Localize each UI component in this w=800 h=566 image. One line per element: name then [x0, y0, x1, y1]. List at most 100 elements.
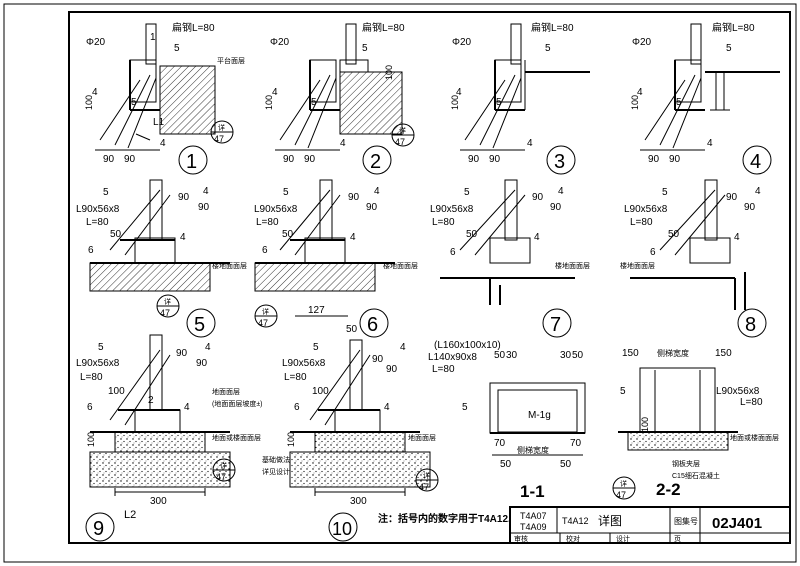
- title-design: 设计: [616, 534, 630, 543]
- section-1-1-angle-b: L140x90x8: [428, 352, 477, 363]
- title-page: 页: [674, 535, 681, 543]
- detail-10-d90a: 90: [372, 354, 384, 365]
- detail-5: 5 L90x56x8 L=80 50 6 90 90 4 4 楼地面面层 详 4…: [76, 179, 247, 338]
- detail-5-d90a: 90: [178, 192, 190, 203]
- detail-2-number: 2: [370, 151, 381, 173]
- detail-3-h100: 100: [450, 95, 460, 110]
- detail-6-d127: 127: [308, 305, 325, 316]
- detail-5-d50: 50: [110, 229, 122, 240]
- detail-10: 5 L90x56x8 L=80 100 6 90 90 4 4 100 300 …: [262, 339, 439, 542]
- detail-2-dim2: 90: [304, 154, 316, 165]
- detail-4-dim2: 90: [669, 154, 681, 165]
- detail-9-weld-4b: 4: [184, 402, 190, 413]
- detail-3-number: 3: [554, 151, 565, 173]
- inner-border: [68, 11, 791, 544]
- section-1-1-weld: 5: [462, 402, 468, 413]
- detail-3-dia-label: Φ20: [452, 37, 472, 48]
- detail-6: 5 L90x56x8 L=80 50 6 90 90 4 4 127 楼地面面层…: [254, 179, 418, 338]
- detail-10-note-2: 基础做法: [262, 455, 290, 464]
- detail-8-weld-4a: 4: [755, 186, 761, 197]
- detail-2-flatbar-label: 扁钢L=80: [362, 21, 405, 34]
- detail-1-weld-b: 5: [131, 97, 137, 108]
- title-check: 校对: [566, 534, 580, 543]
- section-2-2-angle: L90x56x8: [716, 386, 760, 397]
- detail-5-weld-4a: 4: [203, 186, 209, 197]
- detail-10-number: 10: [332, 519, 352, 539]
- detail-2-weld-d: 4: [340, 138, 346, 149]
- detail-1-dia-label: Φ20: [86, 37, 106, 48]
- detail-1-section-mark: 1: [150, 32, 156, 43]
- detail-9-weld-5: 5: [98, 342, 104, 353]
- detail-3-weld-a: 5: [545, 43, 551, 54]
- detail-7-angle-label: L90x56x8: [430, 204, 474, 215]
- detail-8-weld-4b: 4: [734, 232, 740, 243]
- section-1-1-dim-d: 50: [572, 350, 584, 361]
- detail-6-ref-top: 详: [262, 307, 269, 316]
- detail-3-weld-d: 4: [527, 138, 533, 149]
- detail-9-note-1: 地面面层: [212, 387, 240, 396]
- detail-1-weld-c: 4: [92, 87, 98, 98]
- section-2-2-note-1: 地面或楼面面层: [730, 433, 779, 442]
- section-1-1-base-b: 50: [560, 459, 572, 470]
- detail-1-dim2: 90: [124, 154, 136, 165]
- detail-10-ref-top: 详: [423, 471, 430, 480]
- section-2-2-d100: 100: [640, 417, 650, 432]
- detail-10-weld-6: 6: [294, 402, 300, 413]
- detail-8-floor-label: 楼地面面层: [620, 261, 655, 270]
- detail-6-length-label: L=80: [256, 217, 279, 228]
- detail-1-angle-label: L1: [153, 117, 165, 128]
- title-block: T4A07 T4A09 T4A12 详图 图集号 02J401 审核 校对 设计…: [509, 506, 791, 544]
- detail-9-angle-label: L90x56x8: [76, 358, 120, 369]
- section-2-2-dim-a: 150: [622, 348, 639, 359]
- detail-5-length-label: L=80: [86, 217, 109, 228]
- title-sheet-name: 详图: [598, 513, 622, 528]
- detail-7-d90a: 90: [532, 192, 544, 203]
- detail-7-d90b: 90: [550, 202, 562, 213]
- detail-9-weld-6: 6: [87, 402, 93, 413]
- detail-6-d90b: 90: [366, 202, 378, 213]
- section-2-2-length: L=80: [740, 397, 763, 408]
- section-2-2-width-label: 侧梯宽度: [657, 348, 689, 358]
- detail-1-weld-a: 5: [174, 43, 180, 54]
- detail-4-weld-d: 4: [707, 138, 713, 149]
- detail-9-d90b: 90: [196, 358, 208, 369]
- detail-6-weld-4b: 4: [350, 232, 356, 243]
- detail-9-d100b: 100: [86, 432, 96, 447]
- detail-1-dim1: 90: [103, 154, 115, 165]
- detail-4-dia-label: Φ20: [632, 37, 652, 48]
- section-1-1-dim-c: 30: [560, 350, 572, 361]
- detail-10-note-3: 详见设计: [262, 467, 290, 476]
- detail-10-weld-4b: 4: [384, 402, 390, 413]
- detail-4-weld-b: 5: [676, 97, 682, 108]
- detail-4-weld-c: 4: [637, 87, 643, 98]
- detail-8-length-label: L=80: [630, 217, 653, 228]
- detail-9-d100: 100: [108, 386, 125, 397]
- detail-6-d50-top: 50: [346, 324, 358, 335]
- section-1-1-dim-70a: 70: [494, 438, 506, 449]
- detail-7: 5 L90x56x8 L=80 50 6 90 90 4 4 楼地面面层 7: [430, 179, 590, 338]
- detail-9-number: 9: [93, 518, 104, 540]
- detail-5-weld-4b: 4: [180, 232, 186, 243]
- detail-10-angle-label: L90x56x8: [282, 358, 326, 369]
- detail-2-weld-c: 4: [272, 87, 278, 98]
- detail-2-weld-b: 5: [311, 97, 317, 108]
- detail-8-d90b: 90: [744, 202, 756, 213]
- section-1-1-dim-70b: 70: [570, 438, 582, 449]
- detail-9-d90a: 90: [176, 348, 188, 359]
- detail-9: 5 L90x56x8 L=80 100 6 2 90 90 4 4 100 30…: [76, 334, 263, 542]
- section-2-2-dim-b: 150: [715, 348, 732, 359]
- detail-9-note-3: 地面或楼面面层: [212, 433, 261, 442]
- detail-6-weld-6: 6: [262, 245, 268, 256]
- detail-7-weld-5: 5: [464, 187, 470, 198]
- detail-1: Φ20 扁钢L=80 5 5 4 4 100 90 90 1 L1 平台面层 详…: [84, 21, 245, 175]
- detail-10-note-1: 地面面层: [408, 433, 436, 442]
- title-code-3: T4A12: [562, 516, 589, 526]
- section-2-2-note-2: 钢板夹层: [672, 459, 700, 468]
- section-1-1-length: L=80: [432, 364, 455, 375]
- detail-2-ref-bottom: 47: [395, 137, 405, 147]
- detail-8-weld-6: 6: [650, 247, 656, 258]
- detail-7-weld-4a: 4: [558, 186, 564, 197]
- detail-1-ref-top: 详: [218, 123, 225, 132]
- detail-5-ref-top: 详: [164, 297, 171, 306]
